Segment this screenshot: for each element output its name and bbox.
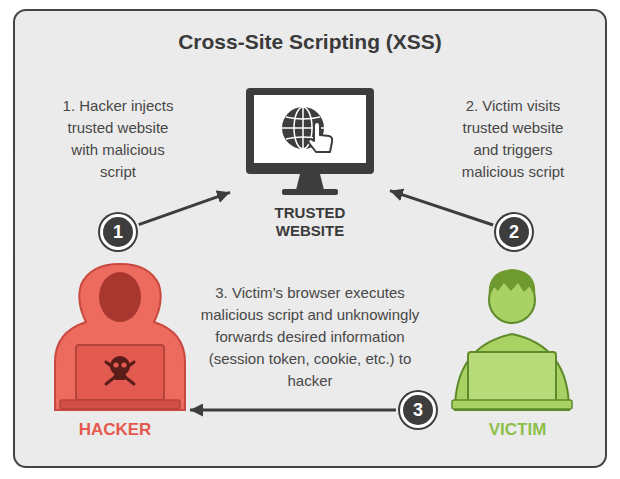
step-text: 2. Victim visits trusted website and tri… — [451, 95, 576, 183]
callout-number: 2 — [496, 214, 532, 250]
title: Cross-Site Scripting (XSS) — [0, 30, 620, 54]
node-label: VICTIM — [468, 420, 568, 440]
callout-number: 2 — [509, 222, 519, 243]
monitor-icon — [246, 88, 374, 195]
panel — [14, 10, 606, 467]
arrow-connector — [139, 192, 230, 224]
victim-figure — [452, 269, 572, 410]
actor-icon: HACKER — [40, 262, 190, 446]
node-label: TRUSTED WEBSITE — [260, 204, 360, 240]
website-icon: TRUSTED WEBSITE — [230, 82, 390, 246]
callout-number: 1 — [113, 222, 123, 243]
callout-number: 3 — [413, 400, 423, 421]
callout-number: 1 — [100, 214, 136, 250]
node-label: HACKER — [65, 420, 165, 440]
hacker-figure — [55, 264, 185, 410]
arrow-connector — [190, 409, 396, 412]
arrow-connector — [390, 191, 493, 225]
actor-icon: VICTIM — [435, 262, 600, 446]
step-text: 1. Hacker injects trusted website with m… — [56, 95, 181, 183]
callout-number: 3 — [400, 392, 436, 428]
step-text: 3. Victim’s browser executes malicious s… — [190, 282, 430, 392]
